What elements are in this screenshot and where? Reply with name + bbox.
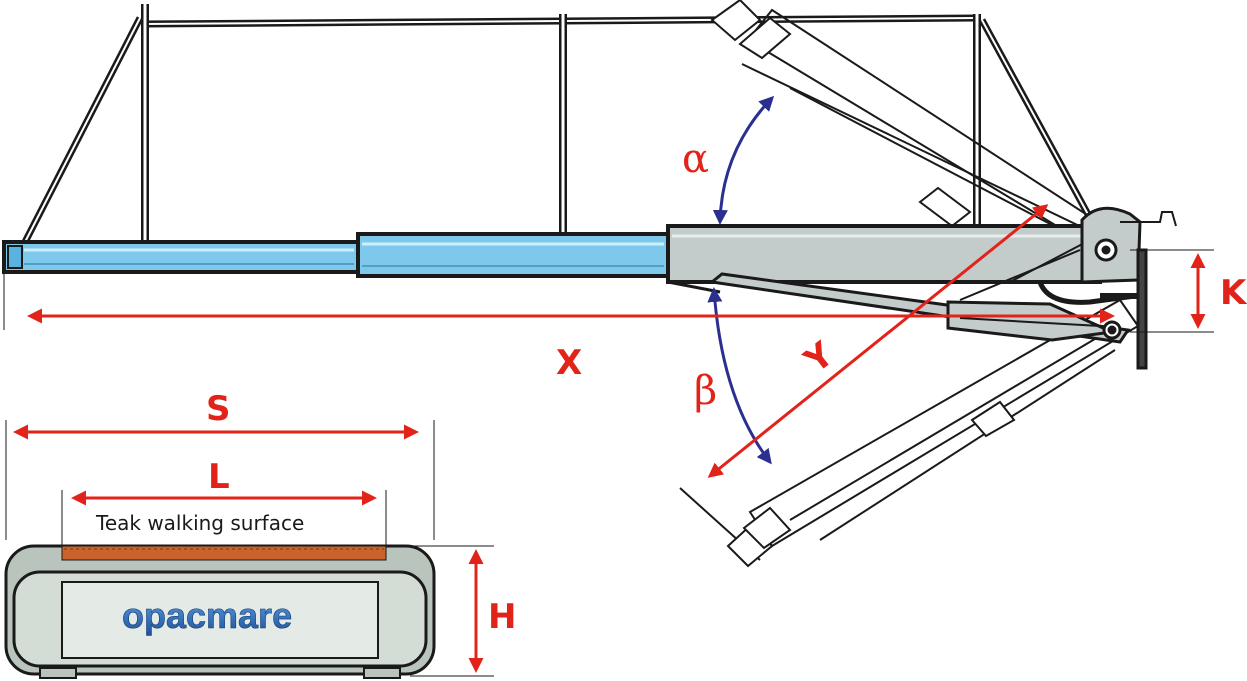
teak-surface — [61, 545, 387, 561]
handrail — [20, 4, 1094, 246]
s-label: S — [206, 389, 231, 429]
alpha-label: α — [682, 136, 709, 182]
l-label: L — [208, 457, 230, 497]
profile-core — [61, 581, 379, 659]
beta-label: β — [694, 368, 717, 414]
tube-base — [666, 224, 1102, 284]
cross-section — [4, 420, 494, 679]
h-label: H — [488, 597, 516, 637]
y-dimension-line — [707, 204, 1049, 478]
pivot-bracket — [1037, 206, 1177, 370]
tube-tip — [2, 240, 360, 274]
mounting-plate — [1136, 248, 1148, 370]
alpha-arc — [712, 95, 775, 225]
teak-surface-note: Teak walking surface — [95, 511, 304, 535]
k-label: K — [1220, 273, 1247, 313]
lowered-position-ghost — [679, 298, 1140, 568]
x-label: X — [556, 343, 582, 383]
gangway-tubes — [2, 224, 1102, 284]
tube-middle — [356, 232, 670, 278]
dimensions — [3, 204, 1214, 478]
opacmare-logo: opacmare — [122, 595, 292, 636]
